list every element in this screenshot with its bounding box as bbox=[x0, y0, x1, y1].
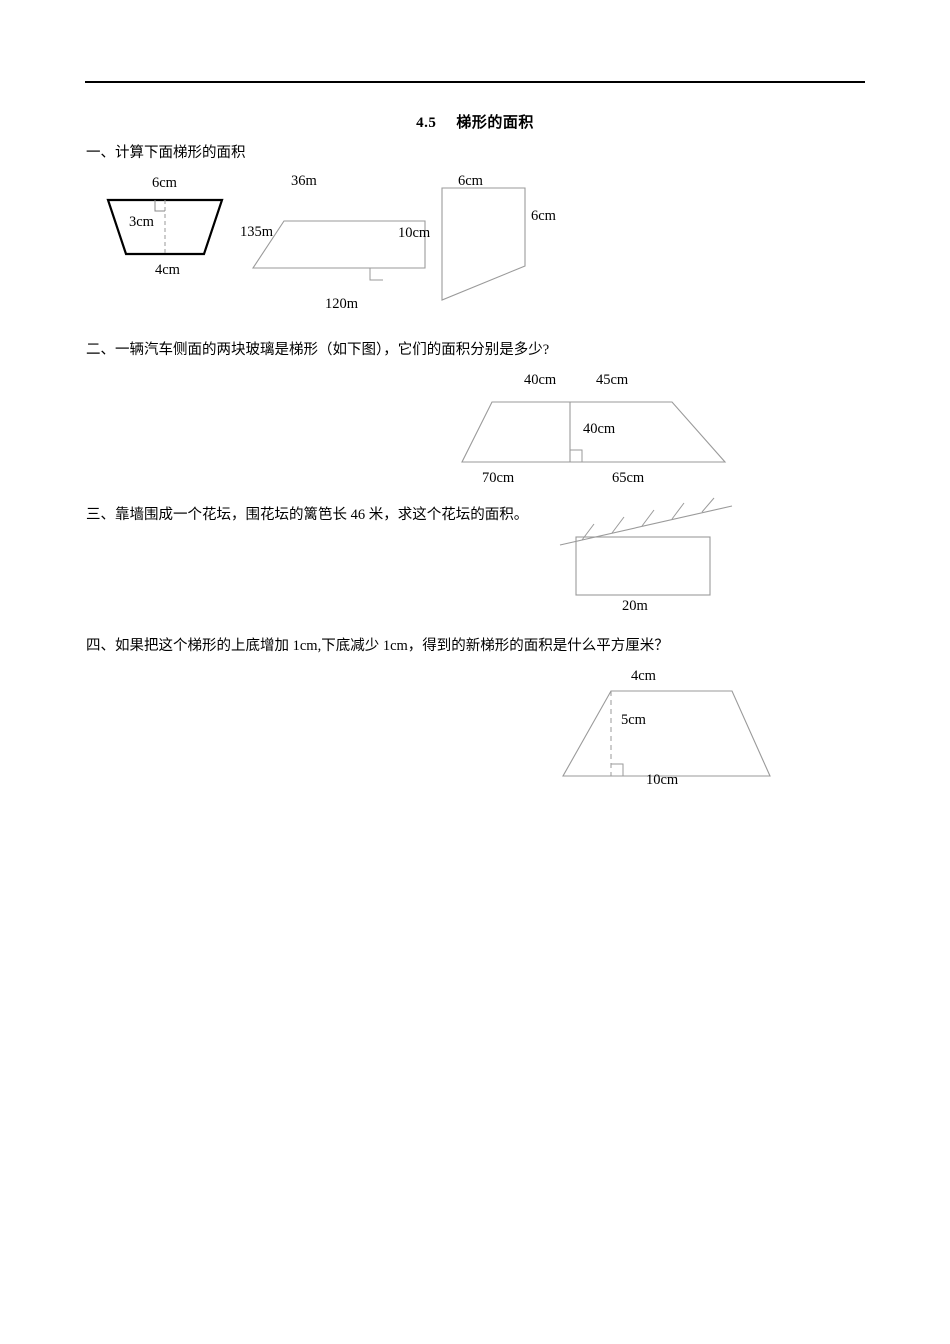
question-1-text: 一、计算下面梯形的面积 bbox=[86, 145, 246, 161]
page-title-text: 梯形的面积 bbox=[456, 115, 534, 131]
trapezoid-3-right-label: 6cm bbox=[531, 208, 556, 224]
trapezoid-1-top-label: 6cm bbox=[152, 175, 177, 191]
trapezoid-3-top-label: 6cm bbox=[458, 173, 483, 189]
car-window-bottom-right-label: 65cm bbox=[612, 470, 645, 486]
car-window-height-label: 40cm bbox=[583, 421, 616, 437]
trapezoid-4-bottom-label: 10cm bbox=[646, 772, 679, 788]
page-title-number: 4.5 bbox=[416, 115, 437, 131]
flowerbed-bottom-label: 20m bbox=[622, 598, 648, 614]
trapezoid-2-left-label: 135m bbox=[240, 224, 274, 240]
trapezoid-2-top-label: 36m bbox=[291, 173, 317, 189]
car-window-top-left-label: 40cm bbox=[524, 372, 557, 388]
car-window-top-right-label: 45cm bbox=[596, 372, 629, 388]
car-window-bottom-left-label: 70cm bbox=[482, 470, 515, 486]
trapezoid-2-right-label: 10cm bbox=[398, 225, 431, 241]
header-rule bbox=[85, 81, 865, 83]
trapezoid-4-top-label: 4cm bbox=[631, 668, 656, 684]
trapezoid-1-height-label: 3cm bbox=[129, 214, 154, 230]
trapezoid-4-height-label: 5cm bbox=[621, 712, 646, 728]
question-4-text: 四、如果把这个梯形的上底增加 1cm,下底减少 1cm，得到的新梯形的面积是什么… bbox=[86, 638, 669, 654]
trapezoid-2-bottom-label: 120m bbox=[325, 296, 359, 312]
question-3-text: 三、靠墙围成一个花坛，围花坛的篱笆长 46 米，求这个花坛的面积。 bbox=[86, 507, 529, 523]
question-2-text: 二、一辆汽车侧面的两块玻璃是梯形（如下图），它们的面积分别是多少? bbox=[86, 342, 550, 358]
trapezoid-1-bottom-label: 4cm bbox=[155, 262, 180, 278]
page-title: 4.5 梯形的面积 bbox=[0, 111, 950, 132]
